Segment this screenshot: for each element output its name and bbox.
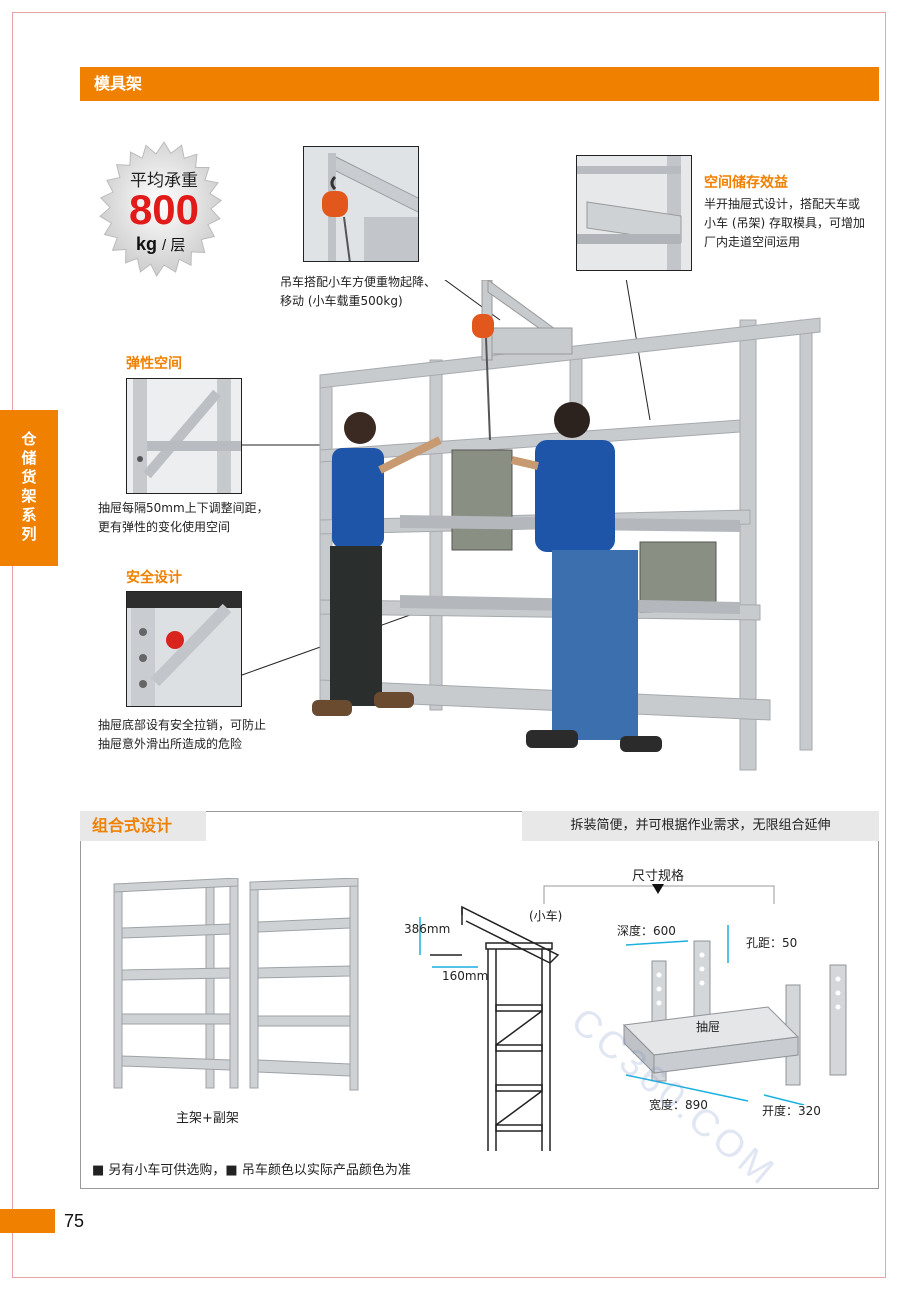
safety-caption-line2: 抽屉意外滑出所造成的危险 — [98, 737, 243, 751]
space-caption-line3: 厂内走道空间运用 — [704, 235, 801, 249]
combination-design-title: 组合式设计 — [80, 811, 206, 841]
mold-rack-illustration — [241, 280, 821, 771]
crane-caption-line1: 吊车搭配小车方便重物起降、 — [280, 275, 437, 289]
elastic-caption-line2: 更有弹性的变化使用空间 — [98, 520, 231, 534]
worker-left-figure — [312, 412, 442, 716]
opening-label: 开度：320 — [762, 1104, 821, 1118]
combination-design-subtitle: 拆装简便，并可根据作业需求，无限组合延伸 — [522, 811, 879, 841]
elastic-caption-line1: 抽屉每隔50mm上下调整间距， — [98, 501, 269, 515]
width-label: 宽度：890 — [649, 1098, 708, 1112]
depth-arrow — [625, 940, 689, 946]
load-badge-starburst — [99, 141, 223, 277]
safety-pin-image — [127, 592, 241, 706]
main-sub-label: 主架+副架 — [176, 1111, 239, 1126]
opening-arrow — [763, 1094, 805, 1105]
safety-detail-photo — [126, 591, 242, 707]
hole-pitch-label: 孔距：50 — [746, 936, 798, 950]
badge-unit: kg / 层 — [136, 234, 185, 255]
elastic-detail-photo — [126, 378, 242, 494]
dim-160-label: 160mm — [442, 969, 489, 983]
drawer-image — [577, 156, 691, 270]
page-number-bar — [0, 1209, 55, 1233]
upright-image — [127, 379, 241, 493]
side-tab: 仓储货架系列 — [0, 410, 58, 566]
spec-down-arrow-icon — [652, 884, 664, 894]
crane-caption: 吊车搭配小车方便重物起降、 移动 (小车载重500kg) — [280, 273, 436, 311]
section-title: 模具架 — [94, 74, 143, 93]
badge-unit-kg: kg — [136, 234, 158, 254]
spec-bracket — [543, 884, 775, 904]
dim-386-label: 386mm — [404, 922, 451, 936]
badge-value: 800 — [128, 186, 200, 233]
combination-design-panel — [80, 811, 879, 1189]
footnote: ■ 另有小车可供选购，■ 吊车颜色以实际产品颜色为准 — [92, 1163, 411, 1178]
space-caption-line1: 半开抽屉式设计，搭配天车或 — [704, 197, 861, 211]
elastic-caption: 抽屉每隔50mm上下调整间距， 更有弹性的变化使用空间 — [98, 499, 269, 537]
crane-caption-line2: 移动 (小车载重500kg) — [280, 294, 403, 308]
space-caption-line2: 小车 (吊架) 存取模具，可增加 — [704, 216, 865, 230]
elastic-title: 弹性空间 — [126, 356, 182, 372]
drawer-spec-drawing — [622, 925, 847, 1105]
spec-title: 尺寸规格 — [632, 869, 685, 884]
safety-title: 安全设计 — [126, 570, 182, 586]
trolley-label: (小车) — [529, 909, 563, 923]
safety-caption-line1: 抽屉底部设有安全拉销，可防止 — [98, 718, 267, 732]
safety-caption: 抽屉底部设有安全拉销，可防止 抽屉意外滑出所造成的危险 — [98, 716, 266, 754]
space-caption: 半开抽屉式设计，搭配天车或 小车 (吊架) 存取模具，可增加 厂内走道空间运用 — [704, 195, 865, 252]
crane-detail-photo — [303, 146, 419, 262]
worker-right-figure — [511, 402, 662, 752]
space-title: 空间储存效益 — [704, 175, 788, 191]
drawer-detail-photo — [576, 155, 692, 271]
badge-unit-suffix: / 层 — [162, 237, 186, 254]
page-frame — [12, 12, 886, 1278]
main-sub-rack-image — [113, 878, 359, 1091]
badge-label: 平均承重 — [130, 171, 198, 191]
section-title-bar: 模具架 — [80, 67, 879, 101]
width-arrow — [625, 1074, 749, 1102]
crane-hook-image — [304, 147, 418, 261]
depth-label: 深度：600 — [617, 924, 676, 938]
side-tab-label: 仓储货架系列 — [19, 431, 38, 545]
page-number: 75 — [64, 1211, 85, 1231]
drawer-label: 抽屉 — [696, 1020, 721, 1034]
trolley-line-drawing — [419, 905, 560, 1151]
